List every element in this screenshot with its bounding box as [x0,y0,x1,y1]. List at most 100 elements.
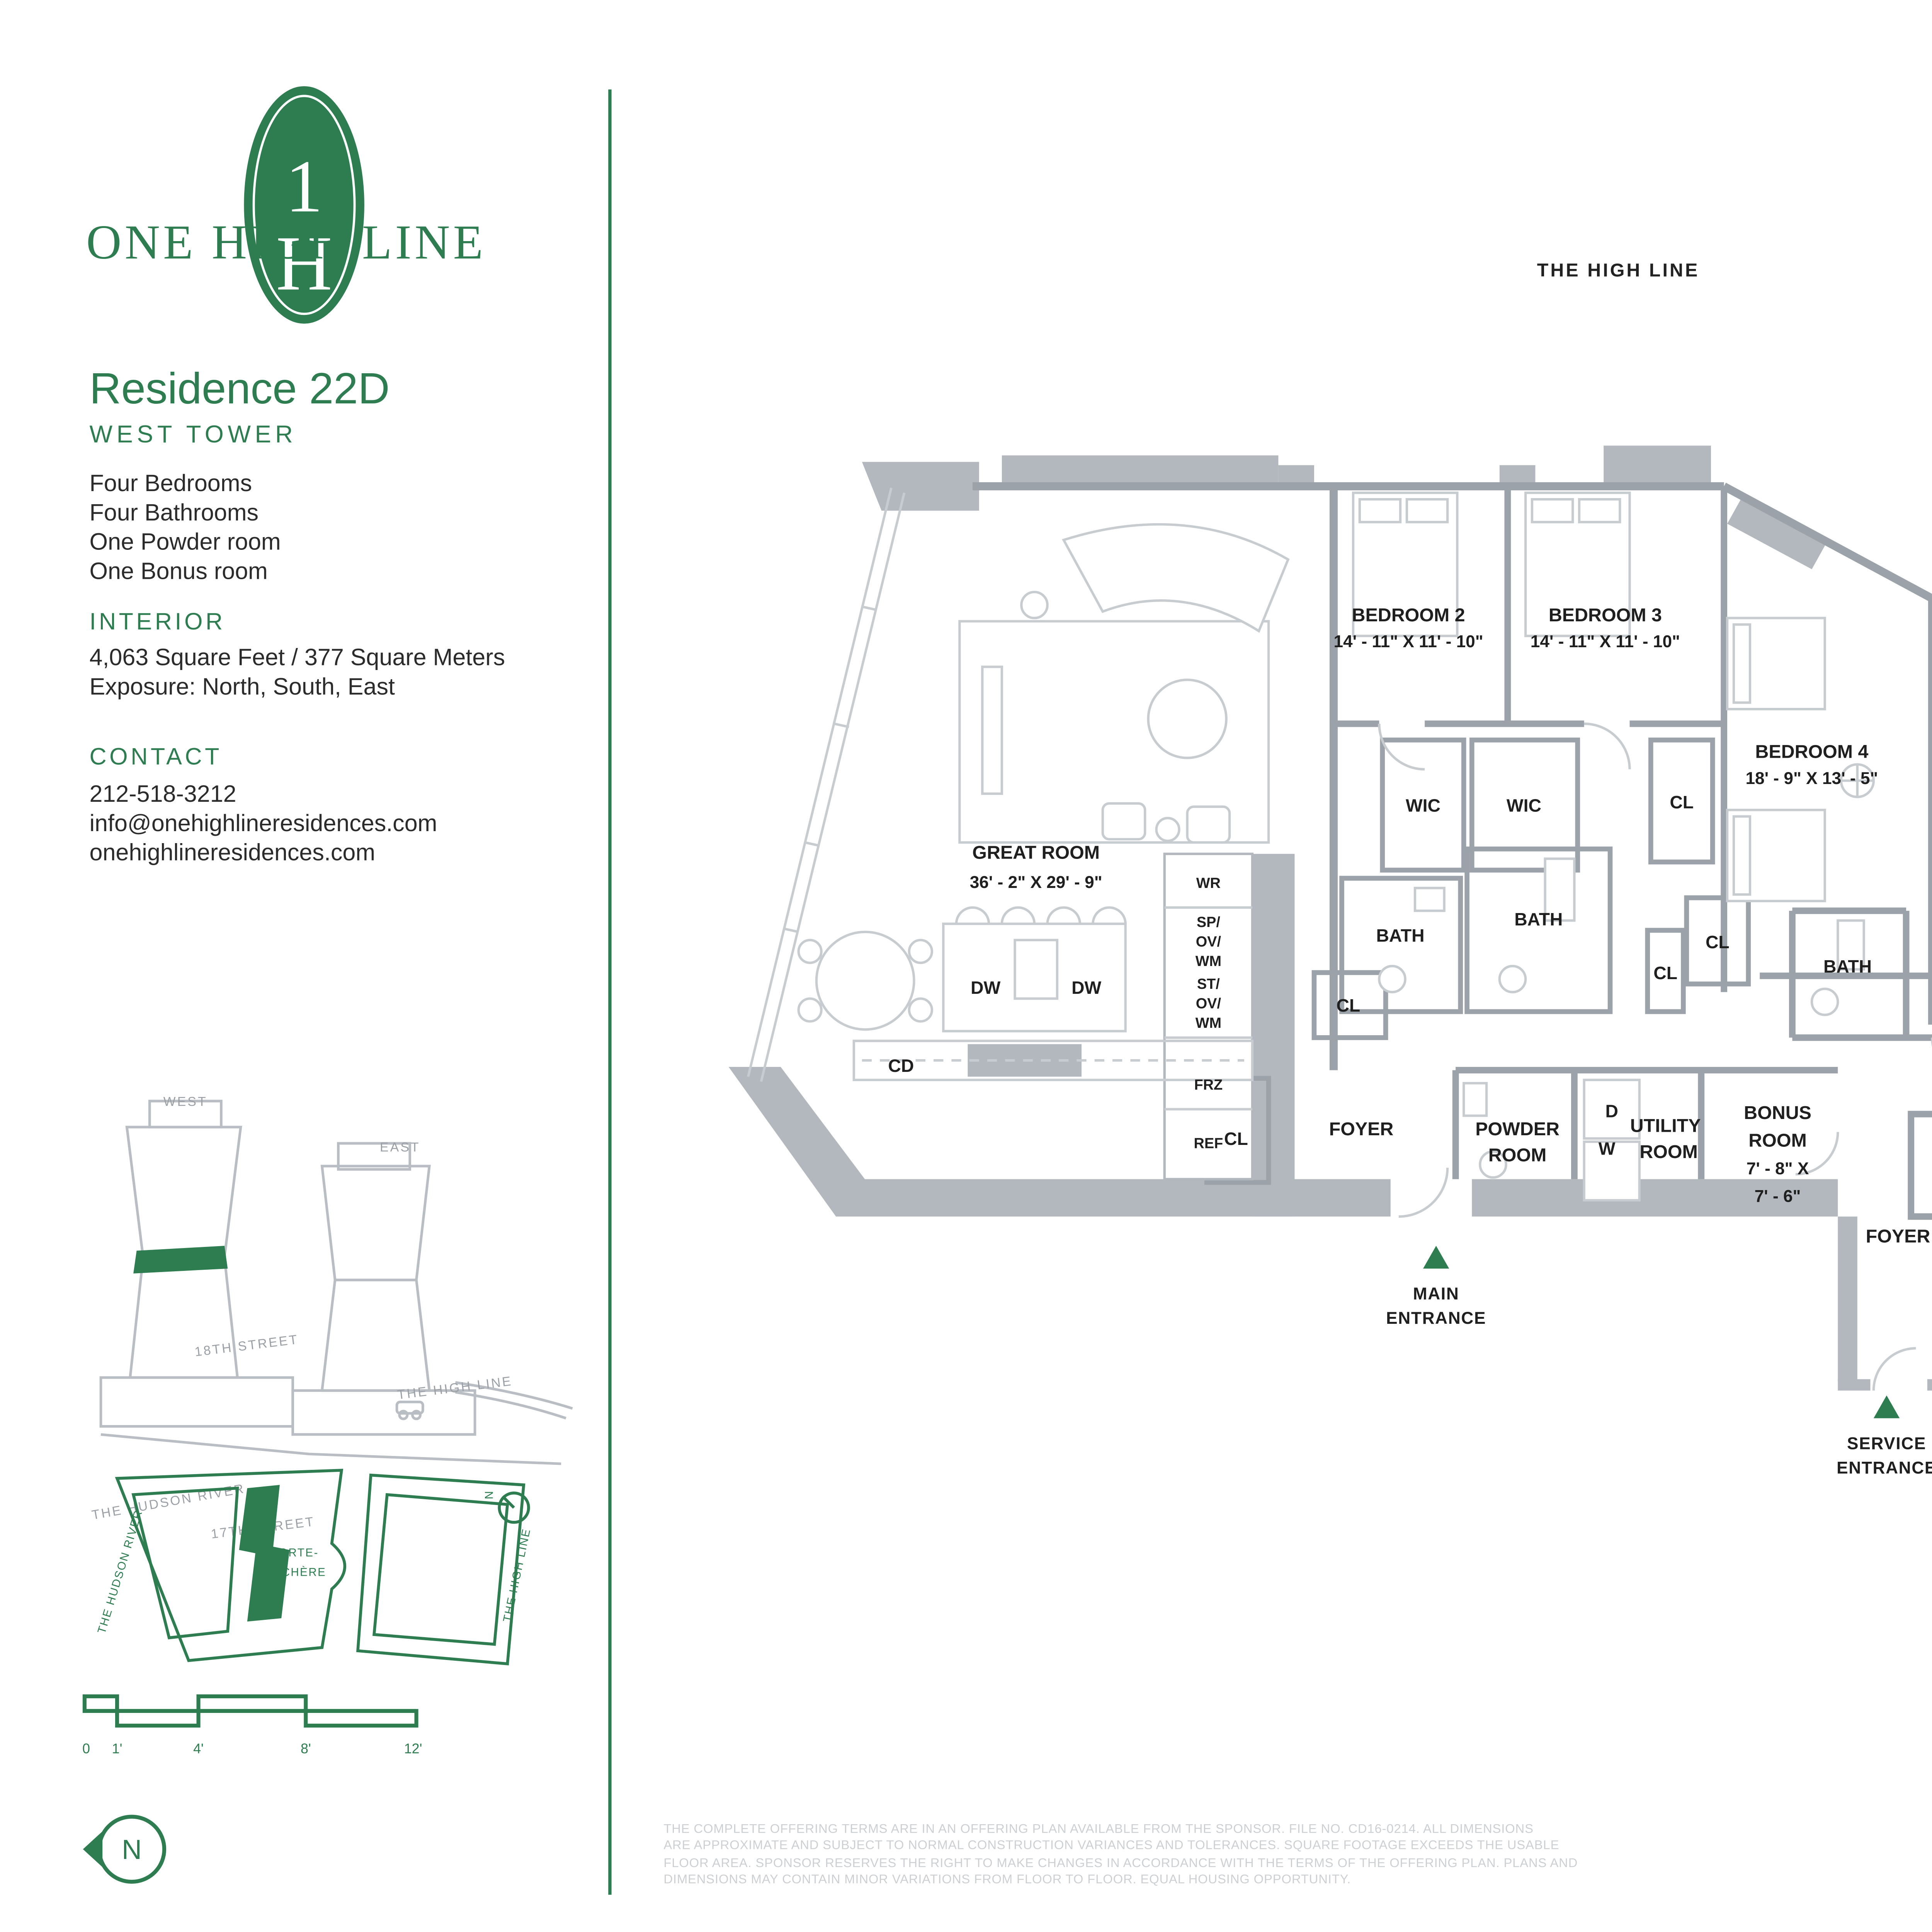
wall-lines [747,482,1932,1220]
legal-disclaimer: THE COMPLETE OFFERING TERMS ARE IN AN OF… [663,1821,1615,1889]
bedroom3-label: BEDROOM 3 [1549,605,1662,626]
foyer-label: FOYER [1329,1119,1394,1139]
great-room-label: GREAT ROOM [972,842,1100,863]
porte-cochere-line1: PORTE- [270,1546,319,1559]
bedroom2-dims: 14' - 11" X 11' - 10" [1333,632,1483,651]
foyer-service-label: FOYER [1866,1226,1930,1247]
ov-label: OV/ [1196,996,1221,1012]
high-line-label: THE HIGH LINE [396,1374,513,1402]
residence-footprint [239,1485,290,1622]
ref-label: REF [1194,1136,1223,1152]
utility-room-label2: ROOM [1639,1141,1698,1162]
scale-0: 0 [82,1741,90,1756]
bedroom2-label: BEDROOM 2 [1352,605,1465,626]
powder-room-label2: ROOM [1488,1145,1547,1165]
scale-1ft: 1' [112,1741,122,1756]
dryer-label: D [1605,1101,1618,1121]
main-entrance-marker-icon [1423,1246,1449,1269]
interior-exposure: Exposure: North, South, East [89,675,395,701]
interior-heading: INTERIOR [89,610,226,636]
site-highline-label: THE HIGH LINE [501,1527,533,1623]
feature-bonus: One Bonus room [89,559,268,586]
site-keyplan: N PORTE- COCHÈRE THE HUDSON RIVER THE HI… [95,1469,533,1666]
site-hudson-label: THE HUDSON RIVER [95,1508,145,1635]
bonus-room-label1: BONUS [1744,1102,1811,1123]
contact-phone: 212-518-3212 [89,782,236,808]
sp-label: SP/ [1197,914,1221,930]
car-icon [395,1400,424,1415]
service-entrance-marker-icon [1873,1395,1900,1418]
cl-label: CL [1653,963,1677,983]
disclaimer-line: ARE APPROXIMATE AND SUBJECT TO NORMAL CO… [663,1838,1560,1853]
kitchen-appliance-column [1163,852,1254,1180]
wm-label: WM [1196,1015,1221,1031]
building-elevation-diagram: WEST EAST 18TH STREET THE HIGH LINE THE … [91,1095,573,1541]
brand-logo-icon: 1 H [244,86,364,324]
service-entrance-label2: ENTRANCE [1837,1458,1932,1477]
disclaimer-line: FLOOR AREA. SPONSOR RESERVES THE RIGHT T… [663,1855,1578,1870]
cl-label: CL [1336,995,1360,1015]
st-label: ST/ [1197,976,1220,992]
dw-label: DW [971,978,1000,998]
brand-wordmark: ONE HIGH LINE [86,216,486,270]
washer-label: W [1599,1138,1616,1158]
disclaimer-line: THE COMPLETE OFFERING TERMS ARE IN AN OF… [663,1821,1534,1837]
feature-bathrooms: Four Bathrooms [89,501,259,527]
floor-plan: GREAT ROOM 36' - 2" X 29' - 9" BEDROOM 2… [728,446,1932,1477]
feature-powder: One Powder room [89,530,281,556]
appliance-labels: WR SP/ OV/ WM ST/ OV/ WM FRZ REF DW DW C… [888,875,1223,1151]
frz-label: FRZ [1194,1077,1223,1093]
scale-4ft: 4' [193,1741,204,1756]
bedroom4-dims: 18' - 9" X 13' - 5" [1745,769,1878,788]
porte-cochere-line2: COCHÈRE [262,1566,326,1579]
west-tower [125,1100,242,1379]
monogram-h: H [276,220,332,306]
wic-label: WIC [1507,795,1541,815]
wall-fills [728,446,1932,1391]
main-entrance-label1: MAIN [1413,1284,1459,1303]
north-compass: N [83,1815,167,1884]
monogram-one: 1 [286,145,323,228]
east-label: EAST [380,1140,420,1155]
cl-label: CL [1670,792,1694,812]
compass-n: N [122,1834,142,1865]
wm-label: WM [1196,953,1221,969]
interior-sqft: 4,063 Square Feet / 377 Square Meters [89,646,505,672]
bonus-room-label2: ROOM [1748,1130,1807,1151]
podium-base [99,1376,573,1465]
scale-12ft: 12' [404,1741,422,1756]
bath-label: BATH [1514,909,1563,929]
tower-label: WEST TOWER [89,421,297,449]
context-high-line-label: THE HIGH LINE [1537,262,1700,282]
scale-8ft: 8' [301,1741,311,1756]
compass-pointer-icon [83,1831,103,1867]
cl-label: CL [1224,1129,1248,1149]
cl-label: CL [1706,932,1730,952]
contact-email: info@onehighlineresidences.com [89,811,437,838]
scale-bar: 0 1' 4' 8' 12' [82,1694,422,1756]
sidebar-divider [608,89,611,1895]
cd-label: CD [888,1056,914,1076]
utility-room-label1: UTILITY [1630,1116,1701,1136]
wr-label: WR [1196,875,1221,891]
residence-floor-band [133,1246,228,1274]
dw-label: DW [1071,978,1101,998]
great-room-dims: 36' - 2" X 29' - 9" [970,873,1102,892]
west-label: WEST [163,1095,207,1109]
bonus-room-dims2: 7' - 6" [1755,1187,1801,1206]
site-north-circle [498,1492,530,1524]
room-labels: GREAT ROOM 36' - 2" X 29' - 9" BEDROOM 2… [970,605,1930,1247]
bonus-room-dims1: 7' - 8" X [1747,1159,1809,1178]
east-tower [320,1142,431,1392]
furniture [797,492,1932,1391]
entrances: MAIN ENTRANCE SERVICE ENTRANCE [1386,1246,1932,1477]
wic-label: WIC [1406,795,1440,815]
site-north-label: N [483,1490,495,1499]
contact-website: onehighlineresidences.com [89,841,376,867]
bath-label: BATH [1823,956,1872,976]
bath-label: BATH [1376,925,1424,946]
powder-room-label1: POWDER [1475,1119,1560,1139]
feature-bedrooms: Four Bedrooms [89,471,252,498]
bedroom4-label: BEDROOM 4 [1755,741,1868,762]
